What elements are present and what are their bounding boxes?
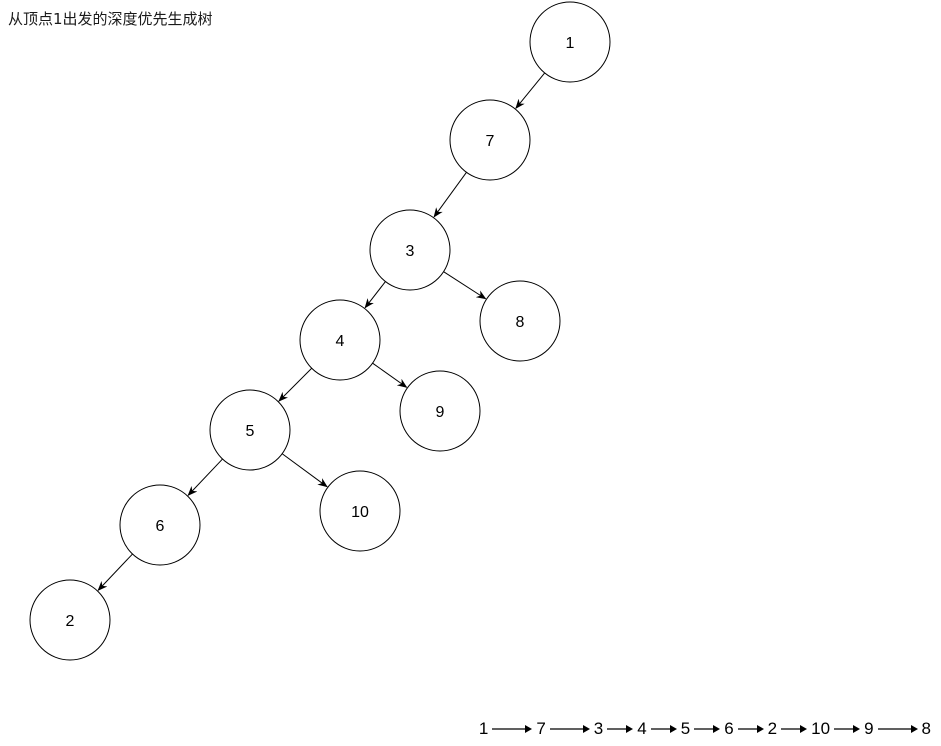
node-label: 5 bbox=[246, 423, 255, 440]
order-arrow-icon bbox=[488, 719, 536, 739]
edge-4-to-9 bbox=[372, 362, 408, 388]
node-circle bbox=[119, 484, 201, 566]
node-circle bbox=[399, 370, 481, 452]
edge-4-to-5 bbox=[278, 367, 313, 402]
node-label: 2 bbox=[66, 613, 75, 630]
edge-6-to-2 bbox=[97, 553, 133, 591]
order-arrow-icon bbox=[690, 719, 724, 739]
order-arrow-icon bbox=[603, 719, 637, 739]
node-10: 10 bbox=[319, 470, 401, 552]
order-arrow-icon bbox=[734, 719, 768, 739]
node-1: 1 bbox=[529, 1, 611, 83]
node-label: 1 bbox=[566, 35, 575, 52]
order-item: 9 bbox=[864, 718, 874, 738]
node-label: 8 bbox=[516, 314, 525, 331]
order-arrow-icon bbox=[830, 719, 864, 739]
node-label: 10 bbox=[351, 504, 369, 521]
node-label: 9 bbox=[436, 404, 445, 421]
node-label: 3 bbox=[406, 243, 415, 260]
node-label: 6 bbox=[156, 518, 165, 535]
edge-3-to-8 bbox=[443, 271, 487, 300]
edge-5-to-10 bbox=[281, 453, 328, 488]
edge-1-to-7 bbox=[515, 72, 546, 110]
order-item: 7 bbox=[536, 718, 546, 738]
node-7: 7 bbox=[449, 99, 531, 181]
node-circle bbox=[319, 470, 401, 552]
node-circle bbox=[449, 99, 531, 181]
node-label: 7 bbox=[486, 133, 495, 150]
edge-5-to-6 bbox=[187, 458, 223, 496]
order-item: 1 bbox=[478, 718, 489, 738]
edge-3-to-4 bbox=[364, 281, 386, 309]
order-item: 5 bbox=[680, 718, 691, 738]
traversal-order: 1 7 3 4 5 6 2 10 9 8 bbox=[479, 718, 931, 739]
node-circle bbox=[29, 579, 111, 661]
order-item: 3 bbox=[593, 718, 604, 738]
order-arrow-icon bbox=[647, 719, 681, 739]
node-circle bbox=[529, 1, 611, 83]
node-circle bbox=[209, 389, 291, 471]
order-arrow-icon bbox=[874, 719, 922, 739]
node-circle bbox=[479, 280, 561, 362]
order-item: 6 bbox=[724, 718, 734, 738]
node-3: 3 bbox=[369, 209, 451, 291]
order-arrow-icon bbox=[546, 719, 594, 739]
node-4: 4 bbox=[299, 299, 381, 381]
node-5: 5 bbox=[209, 389, 291, 471]
node-label: 4 bbox=[336, 333, 345, 350]
order-item: 8 bbox=[921, 718, 931, 738]
node-circle bbox=[299, 299, 381, 381]
diagram-title: 从顶点1出发的深度优先生成树 bbox=[8, 10, 213, 28]
node-9: 9 bbox=[399, 370, 481, 452]
order-item: 4 bbox=[637, 718, 647, 738]
node-6: 6 bbox=[119, 484, 201, 566]
order-arrow-icon bbox=[777, 719, 811, 739]
node-circle bbox=[369, 209, 451, 291]
node-2: 2 bbox=[29, 579, 111, 661]
edge-7-to-3 bbox=[433, 172, 467, 218]
node-8: 8 bbox=[479, 280, 561, 362]
order-item: 10 bbox=[811, 718, 831, 738]
order-item: 2 bbox=[767, 718, 778, 738]
